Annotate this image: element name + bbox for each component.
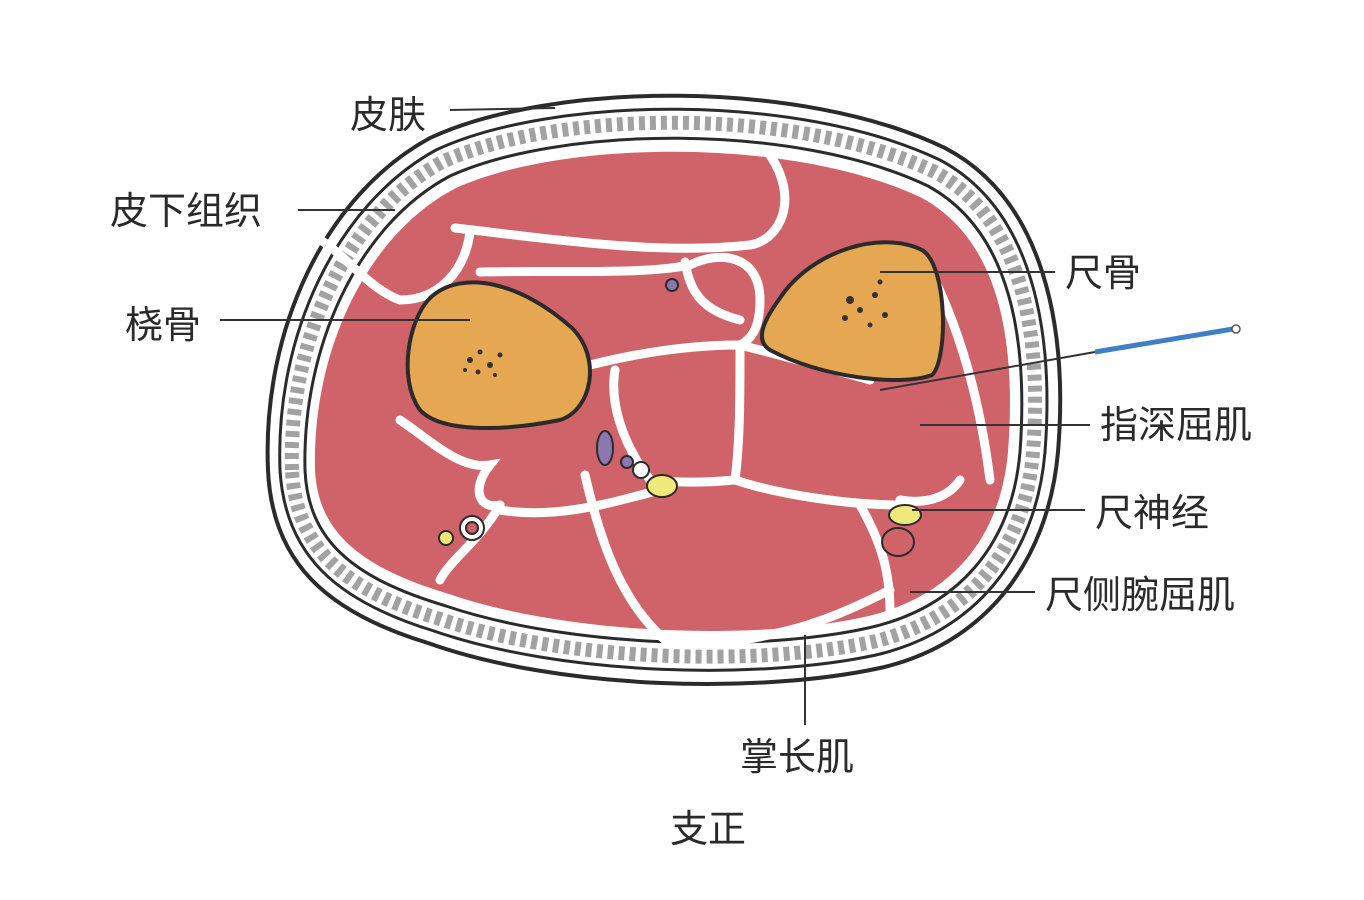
- label-ulna: 尺骨: [1065, 251, 1142, 295]
- label-ulnar-nerve: 尺神经: [1095, 491, 1210, 535]
- neurovascular-structures: [438, 278, 922, 557]
- acupuncture-needle: [1094, 326, 1234, 355]
- label-fdp: 指深屈肌: [1100, 403, 1253, 447]
- needle-shaft: [879, 351, 1096, 391]
- ulna-bone: [759, 240, 945, 383]
- label-palmaris-longus: 掌长肌: [740, 735, 855, 779]
- label-subcutaneous: 皮下组织: [110, 189, 263, 233]
- label-fcu: 尺侧腕屈肌: [1045, 573, 1236, 617]
- needle-handle-icon: [1231, 324, 1241, 334]
- diagram-title: 支正: [670, 807, 747, 851]
- label-skin: 皮肤: [350, 93, 427, 137]
- label-radius: 桡骨: [125, 303, 202, 347]
- leader-lines: [220, 107, 1090, 725]
- marrow-dots: [463, 279, 888, 377]
